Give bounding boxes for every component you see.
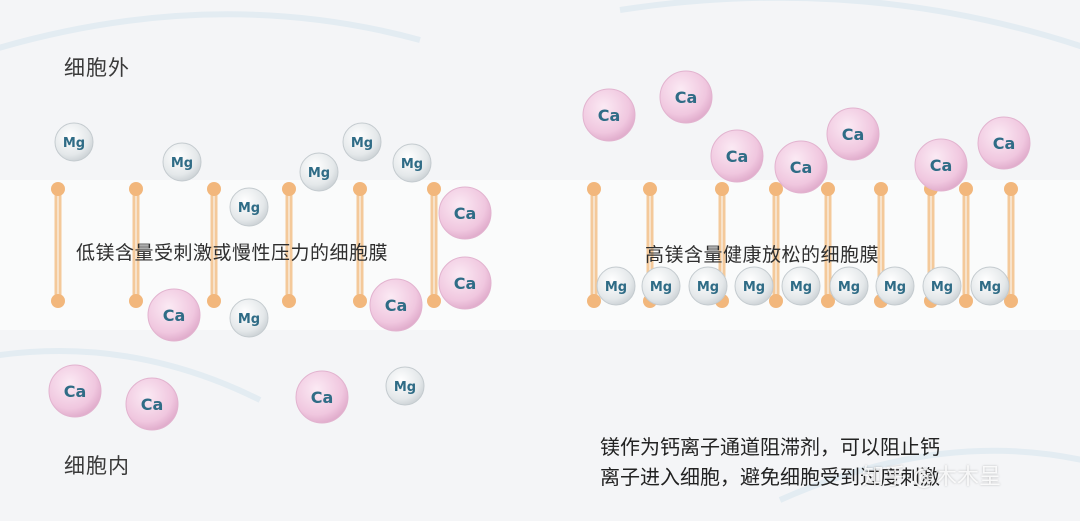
mg-symbol: Mg [63, 136, 85, 151]
ca-symbol: Ca [842, 125, 865, 144]
mg-ion-15: Mg [922, 266, 962, 306]
extracellular-label: 细胞外 [64, 56, 130, 80]
high-mg-membrane-caption: 高镁含量健康放松的细胞膜 [645, 244, 880, 266]
ca-symbol: Ca [311, 388, 334, 407]
ca-symbol: Ca [163, 306, 186, 325]
ca-ion-5: Ca [125, 377, 179, 431]
mg-symbol: Mg [838, 280, 860, 295]
mg-symbol: Mg [171, 156, 193, 171]
ca-symbol: Ca [726, 147, 749, 166]
lipid-molecule-right-4 [821, 182, 835, 308]
ca-symbol: Ca [930, 156, 953, 175]
note-line-1: 镁作为钙离子通道阻滞剂，可以阻止钙 [600, 435, 940, 459]
ca-ion-6: Ca [295, 370, 349, 424]
mg-symbol: Mg [743, 280, 765, 295]
lipid-molecule-left-5 [427, 182, 441, 308]
lipid-molecule-left-0 [51, 182, 65, 308]
lipid-molecule-left-4 [353, 182, 367, 308]
mg-ion-3: Mg [299, 152, 339, 192]
mg-ion-8: Mg [596, 266, 636, 306]
mg-symbol: Mg [401, 157, 423, 172]
mg-ion-9: Mg [641, 266, 681, 306]
ca-symbol: Ca [385, 296, 408, 315]
mg-symbol: Mg [790, 280, 812, 295]
ca-ion-12: Ca [914, 138, 968, 192]
mg-ion-14: Mg [875, 266, 915, 306]
background-arcs [0, 0, 1080, 503]
mg-symbol: Mg [394, 380, 416, 395]
low-mg-membrane-caption: 低镁含量受刺激或慢性压力的细胞膜 [76, 242, 389, 264]
mg-ion-13: Mg [829, 266, 869, 306]
ca-symbol: Ca [64, 382, 87, 401]
ca-ion-11: Ca [826, 107, 880, 161]
lipid-molecule-right-7 [959, 182, 973, 308]
mg-ion-6: Mg [229, 298, 269, 338]
ca-symbol: Ca [598, 106, 621, 125]
explanation-note: 镁作为钙离子通道阻滞剂，可以阻止钙 离子进入细胞，避免细胞受到过度刺激 [600, 432, 1050, 492]
mg-symbol: Mg [931, 280, 953, 295]
ca-ion-3: Ca [369, 278, 423, 332]
lipid-molecule-left-2 [207, 182, 221, 308]
mg-symbol: Mg [605, 280, 627, 295]
ca-ion-13: Ca [977, 116, 1031, 170]
ca-ion-10: Ca [774, 140, 828, 194]
mg-symbol: Mg [884, 280, 906, 295]
ca-symbol: Ca [790, 158, 813, 177]
mg-ion-4: Mg [342, 122, 382, 162]
lipid-molecule-left-3 [282, 182, 296, 308]
ca-ion-0: Ca [438, 186, 492, 240]
mg-ion-2: Mg [229, 187, 269, 227]
lipid-molecule-right-8 [1004, 182, 1018, 308]
ca-symbol: Ca [454, 204, 477, 223]
mg-symbol: Mg [979, 280, 1001, 295]
mg-ion-10: Mg [688, 266, 728, 306]
mg-ion-5: Mg [392, 143, 432, 183]
note-line-2: 离子进入细胞，避免细胞受到过度刺激 [600, 465, 940, 489]
lipid-molecule-left-1 [129, 182, 143, 308]
ca-ion-7: Ca [582, 88, 636, 142]
mg-symbol: Mg [351, 136, 373, 151]
mg-symbol: Mg [238, 312, 260, 327]
mg-ion-7: Mg [385, 366, 425, 406]
intracellular-label: 细胞内 [64, 454, 130, 478]
mg-ion-11: Mg [734, 266, 774, 306]
ca-ion-8: Ca [659, 70, 713, 124]
mg-ion-16: Mg [970, 266, 1010, 306]
ca-symbol: Ca [141, 395, 164, 414]
lipid-molecule-right-3 [769, 182, 783, 308]
mg-symbol: Mg [238, 201, 260, 216]
watermark: 知乎 @木木呈 [862, 465, 1001, 490]
ca-symbol: Ca [454, 274, 477, 293]
ca-ion-1: Ca [438, 256, 492, 310]
mg-symbol: Mg [650, 280, 672, 295]
ca-ion-4: Ca [48, 364, 102, 418]
mg-symbol: Mg [308, 166, 330, 181]
mg-ion-12: Mg [781, 266, 821, 306]
ca-ion-2: Ca [147, 288, 201, 342]
mg-ion-1: Mg [162, 142, 202, 182]
mg-symbol: Mg [697, 280, 719, 295]
ca-ion-9: Ca [710, 129, 764, 183]
lipid-molecule-right-0 [587, 182, 601, 308]
mg-ion-0: Mg [54, 122, 94, 162]
ca-symbol: Ca [993, 134, 1016, 153]
ca-symbol: Ca [675, 88, 698, 107]
